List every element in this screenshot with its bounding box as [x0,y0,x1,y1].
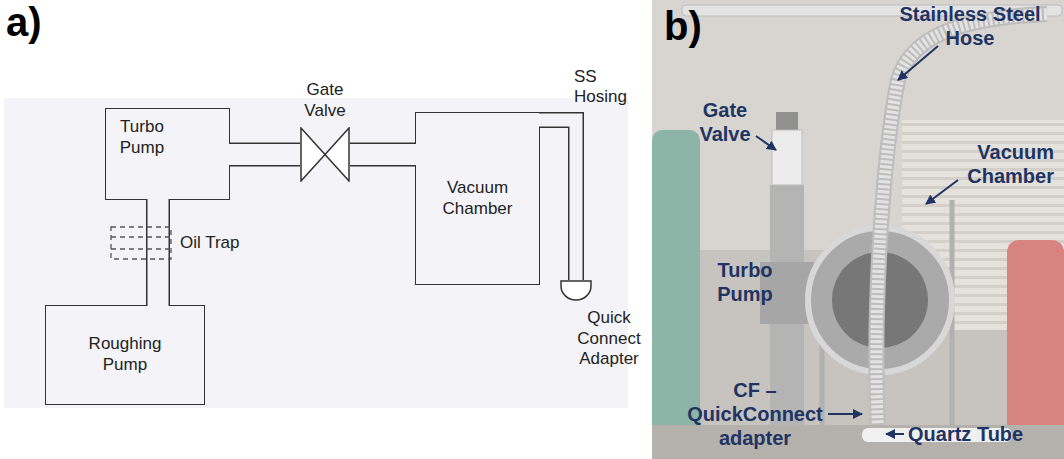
node-label: Roughing Pump [75,334,175,375]
trap-outline [110,226,174,260]
label-slot: Gate Valve [690,98,760,146]
chamber-box: Vacuum Chamber [415,112,540,285]
node-label: Oil Trap [180,233,242,254]
photo-callout: Gate Valve [690,98,760,146]
node-label: Turbo Pump [111,117,173,158]
edge-label-slot: SS Hosing [574,67,634,108]
gate-valve: Gate Valve [300,80,350,182]
label-slot: Stainless Steel Hose [880,2,1060,50]
pipe-connector [538,120,577,280]
photo-callout: Turbo Pump [700,258,790,306]
pipe-connector [228,154,301,155]
pump-box: Roughing Pump [45,305,205,405]
lab-photo [652,0,1064,459]
label-slot: a) [6,0,42,44]
pipe-connector [158,198,159,308]
label-slot: Turbo Pump [700,258,790,306]
photo-callout: CF – QuickConnect adapter [680,378,830,450]
pump-box: Turbo Pump [105,108,230,200]
valve-symbol [300,127,350,182]
node-label: Quick Connect Adapter [574,308,644,370]
label-slot: Quartz Tube [908,422,1023,446]
oil-trap: Oil Trap [110,226,240,260]
panel-letter: a) [6,0,42,44]
node-label: Gate Valve [295,80,355,121]
photo-callout: Vacuum Chamber [930,140,1054,188]
pipe-label: SS Hosing [574,67,634,108]
adapter-symbol [560,280,592,302]
quick-connect: Quick Connect Adapter [560,280,652,380]
pipe-connector [350,154,418,155]
label-slot: CF – QuickConnect adapter [680,378,830,450]
label-slot: b) [664,4,702,48]
photo-callout: Stainless Steel Hose [880,2,1060,50]
panel-letter: b) [664,4,702,48]
label-slot: Vacuum Chamber [930,140,1054,188]
photo-callout: Quartz Tube [908,422,1023,446]
node-label: Vacuum Chamber [428,178,528,219]
